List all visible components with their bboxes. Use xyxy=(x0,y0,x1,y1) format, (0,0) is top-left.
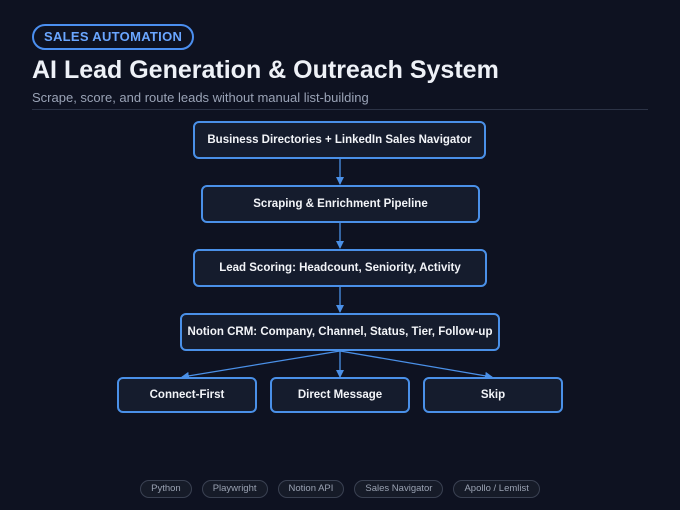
arrow-crm-to-connect-first xyxy=(181,350,341,380)
tech-tag: Sales Navigator xyxy=(354,480,444,498)
tech-tag: Apollo / Lemlist xyxy=(453,480,540,498)
node-connect-first: Connect-First xyxy=(117,377,257,413)
category-badge: SALES AUTOMATION xyxy=(32,24,195,50)
tech-stack-tags: Python Playwright Notion API Sales Navig… xyxy=(0,480,680,498)
tech-tag: Notion API xyxy=(277,480,345,498)
node-direct-message: Direct Message xyxy=(270,377,410,413)
node-notion-crm: Notion CRM: Company, Channel, Status, Ti… xyxy=(180,313,500,351)
node-scraping-pipeline: Scraping & Enrichment Pipeline xyxy=(201,185,480,223)
arrow-crm-to-skip xyxy=(339,350,493,380)
node-skip: Skip xyxy=(423,377,563,413)
tech-tag: Playwright xyxy=(201,480,268,498)
tech-tag: Python xyxy=(140,480,192,498)
node-lead-scoring: Lead Scoring: Headcount, Seniority, Acti… xyxy=(193,249,487,287)
node-data-sources: Business Directories + LinkedIn Sales Na… xyxy=(193,121,486,159)
page-title: AI Lead Generation & Outreach System xyxy=(32,56,499,84)
header-divider xyxy=(32,109,648,110)
page-subtitle: Scrape, score, and route leads without m… xyxy=(32,90,369,105)
